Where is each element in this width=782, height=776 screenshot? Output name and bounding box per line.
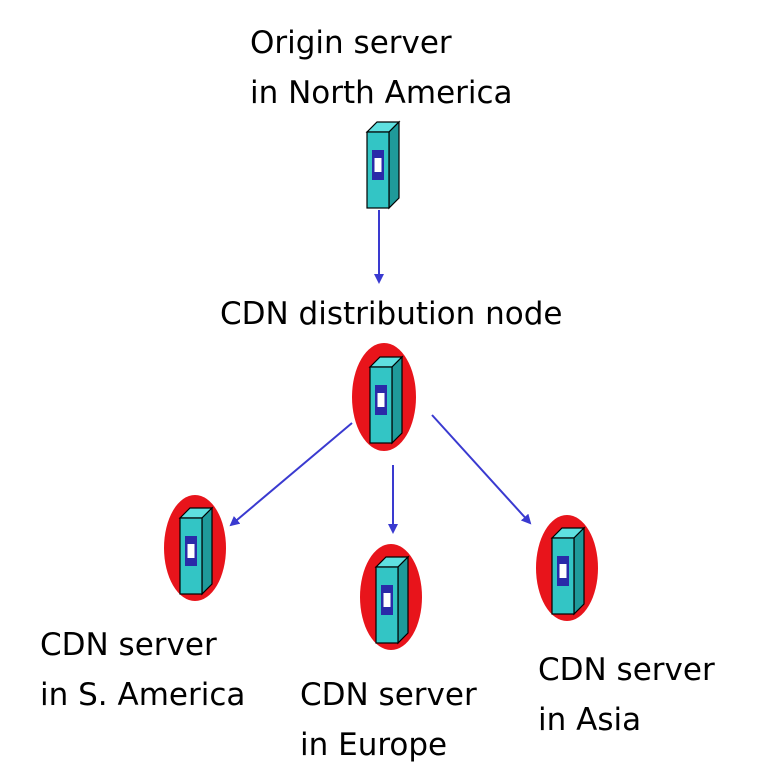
south-america-server-label-line1: CDN server [40, 627, 217, 663]
arrow-distribution-to-south-america [229, 422, 353, 527]
origin-server-label: Origin server in North America [250, 18, 513, 118]
asia-server-label: CDN server in Asia [538, 645, 715, 745]
asia-server-label-line1: CDN server [538, 652, 715, 688]
origin-server-label-line2: in North America [250, 75, 513, 111]
europe-server-icon [360, 544, 422, 650]
arrow-distribution-to-asia [431, 414, 532, 525]
asia-server-label-line2: in Asia [538, 702, 642, 738]
origin-server-label-line1: Origin server [250, 25, 452, 61]
distribution-node-icon [352, 343, 416, 451]
europe-server-label-line2: in Europe [300, 727, 448, 763]
south-america-server-label: CDN server in S. America [40, 620, 245, 720]
distribution-node-label-line1: CDN distribution node [220, 296, 563, 332]
europe-server-label: CDN server in Europe [300, 670, 477, 770]
south-america-server-icon [164, 495, 226, 601]
origin-server-icon [366, 121, 400, 209]
distribution-node-label: CDN distribution node [220, 289, 562, 339]
south-america-server-label-line2: in S. America [40, 677, 246, 713]
europe-server-label-line1: CDN server [300, 677, 477, 713]
asia-server-icon [536, 515, 598, 621]
